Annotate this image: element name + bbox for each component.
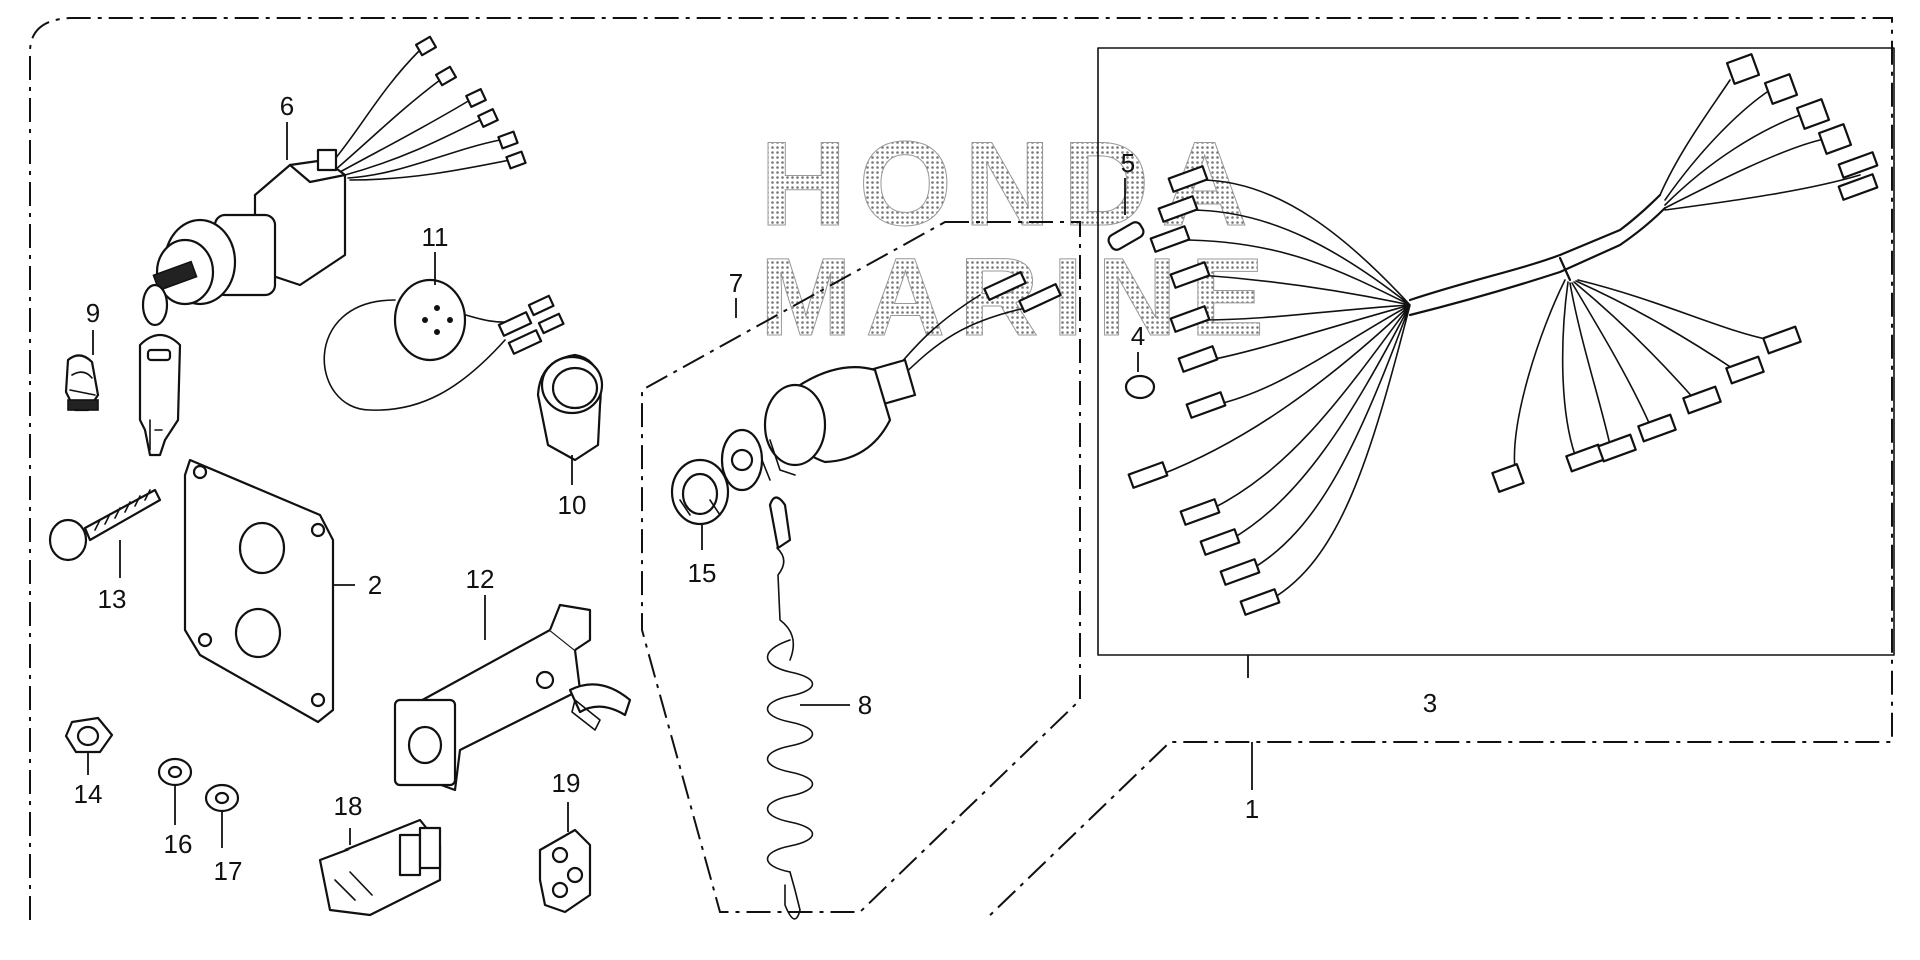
callout-labels: 1 2 3 4 5 6 7 8 9 10 11 12 13 14 15 16 1… <box>74 91 1438 886</box>
wire-sleeve <box>1107 221 1145 251</box>
main-wire-harness <box>1127 53 1879 616</box>
buzzer <box>323 278 565 411</box>
callout-6: 6 <box>280 91 294 121</box>
harness-grommet <box>1124 374 1156 400</box>
switch-nut <box>670 458 730 526</box>
mounting-bracket <box>393 603 632 792</box>
callout-11: 11 <box>422 222 449 252</box>
leader-lines <box>87 122 1253 848</box>
callout-16: 16 <box>164 829 193 859</box>
ignition-switch <box>138 35 527 457</box>
mounting-screw <box>48 488 162 562</box>
connector-cover <box>538 828 592 914</box>
multi-connector <box>318 818 442 917</box>
stop-switch <box>720 271 1062 492</box>
nut <box>64 716 114 754</box>
harness-box-3 <box>1097 47 1895 656</box>
callout-14: 14 <box>74 779 103 809</box>
callout-4: 4 <box>1131 321 1145 351</box>
emergency-lanyard <box>766 496 814 920</box>
callout-9: 9 <box>86 298 100 328</box>
cable-band <box>536 353 604 462</box>
callout-15: 15 <box>688 558 717 588</box>
cord-clip <box>64 354 100 412</box>
watermark-logo: HONDA MARINE <box>760 117 1278 360</box>
watermark-line-2: MARINE <box>760 236 1278 359</box>
washer-17 <box>204 783 240 813</box>
callout-5: 5 <box>1121 148 1135 178</box>
callout-19: 19 <box>552 768 581 798</box>
callout-13: 13 <box>98 584 127 614</box>
callout-3: 3 <box>1423 688 1437 718</box>
switch-panel <box>183 458 335 724</box>
switch-group-7-boundary <box>641 221 1081 913</box>
assembly-1-boundary <box>29 17 1893 921</box>
callout-18: 18 <box>334 791 363 821</box>
callout-12: 12 <box>466 564 495 594</box>
callout-8: 8 <box>858 690 872 720</box>
watermark-line-1: HONDA <box>760 117 1260 251</box>
callout-2: 2 <box>368 570 382 600</box>
callout-1: 1 <box>1245 794 1259 824</box>
washer-16 <box>157 757 193 787</box>
callout-17: 17 <box>214 856 243 886</box>
callout-7: 7 <box>729 268 743 298</box>
callout-10: 10 <box>558 490 587 520</box>
